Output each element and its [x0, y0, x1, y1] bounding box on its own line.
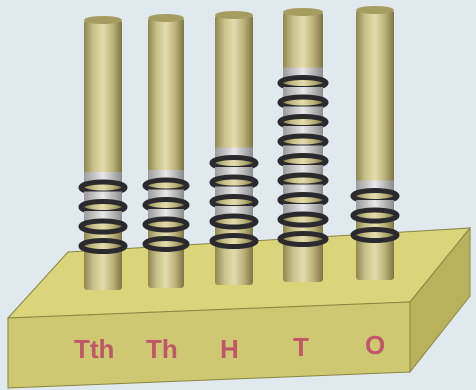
rod-h: [209, 11, 259, 285]
ring: [350, 200, 400, 224]
rod-th: [142, 14, 190, 288]
base-side-face: [409, 226, 471, 374]
ring: [142, 209, 190, 233]
rings-tth: [78, 172, 128, 254]
label-o: O: [365, 330, 385, 360]
place-value-labels: Tth Th H T O: [74, 330, 385, 364]
label-h: H: [220, 334, 239, 364]
rod-top: [283, 8, 323, 16]
rod-top: [356, 6, 394, 14]
ring: [277, 231, 329, 247]
label-t: T: [293, 332, 309, 362]
rings-o: [350, 180, 400, 243]
ring: [142, 236, 190, 252]
rod-top: [215, 11, 253, 19]
ring: [209, 206, 259, 230]
label-tth: Tth: [74, 334, 114, 364]
rod-top: [148, 14, 184, 22]
rod-top: [84, 16, 122, 24]
ring: [350, 227, 400, 243]
rings-t: [277, 67, 329, 247]
rod-t: [277, 8, 329, 282]
ring: [78, 238, 128, 254]
rod-tth: [78, 16, 128, 290]
ring: [277, 204, 329, 228]
rings-h: [209, 147, 259, 249]
ring: [209, 233, 259, 249]
label-th: Th: [146, 334, 178, 364]
rod-o: [350, 6, 400, 280]
rings-th: [142, 170, 190, 252]
ring: [78, 211, 128, 235]
